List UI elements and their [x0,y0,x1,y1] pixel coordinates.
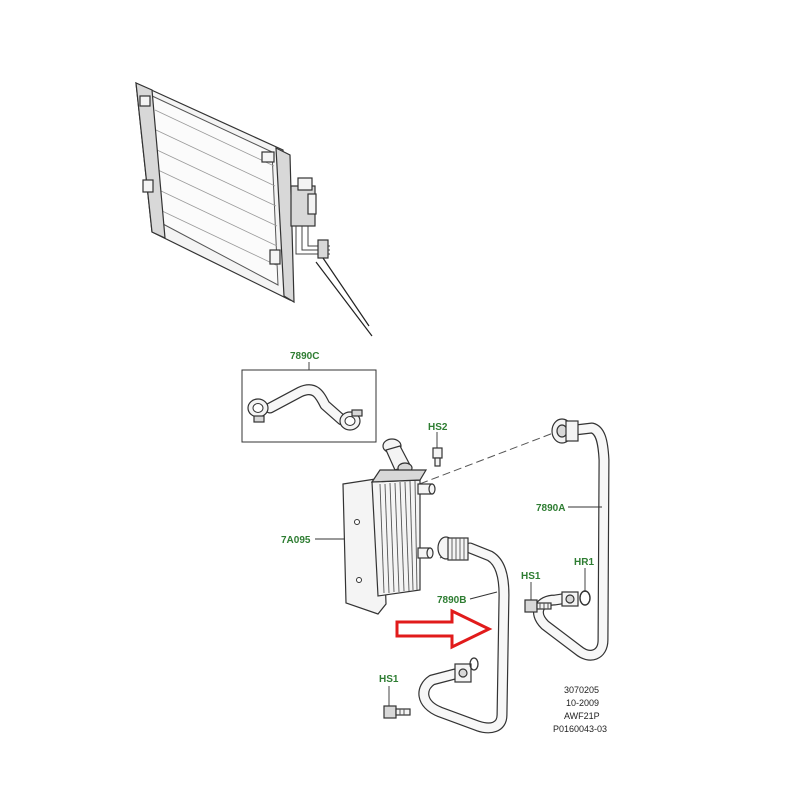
label-7890A: 7890A [536,503,565,514]
label-HR1: HR1 [574,557,594,568]
bolt-HS1-right [524,582,552,613]
label-HS1-left: HS1 [379,674,399,685]
ref-line-2: 10-2009 [566,698,599,708]
oil-cooler-7A095 [342,469,436,615]
red-arrow-icon [395,608,493,650]
pipe-7890A [533,418,610,661]
pipe-7890B [418,536,510,734]
label-7890B: 7890B [437,595,466,606]
ref-line-4: P0160043-03 [553,724,607,734]
hose-kit-7890C [241,362,377,443]
ref-line-3: AWF21P [564,711,600,721]
label-7890C: 7890C [290,351,319,362]
label-7A095: 7A095 [281,535,311,546]
label-HS2: HS2 [428,422,448,433]
seal-7890B [469,657,479,671]
reference-block: 3070205 10-2009 AWF21P P0160043-03 [553,685,607,734]
seal-HR1 [579,568,591,606]
ref-line-1: 3070205 [564,685,599,695]
label-HS1-right: HS1 [521,571,541,582]
bolt-HS1-left [383,686,411,719]
label-leader-lines [315,506,602,600]
radiator-assembly [135,82,373,337]
